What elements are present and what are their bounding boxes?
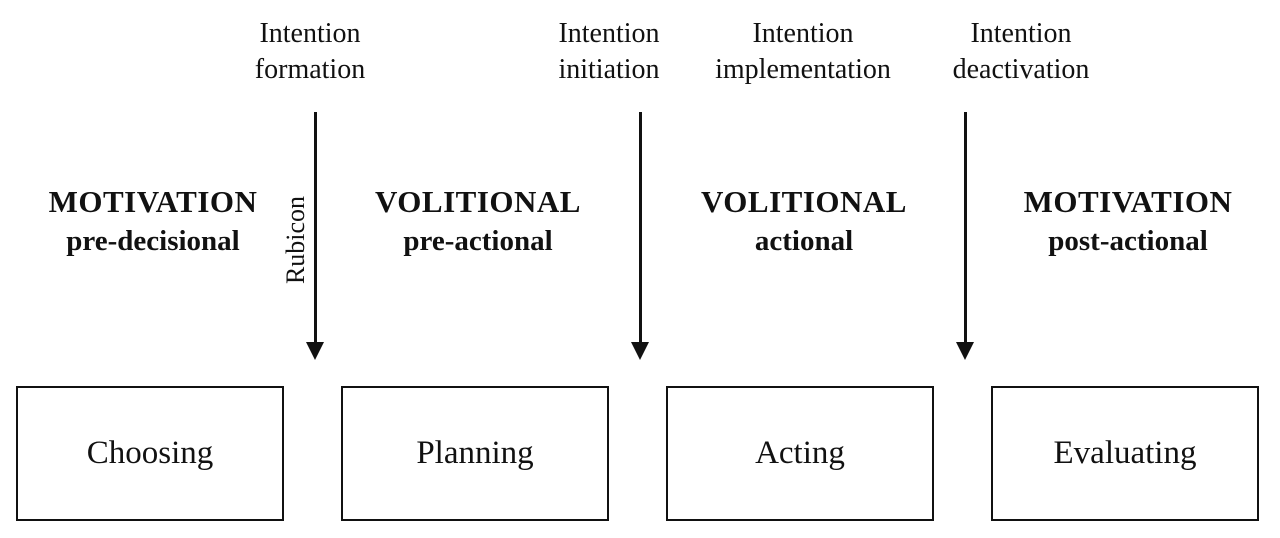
phase-sub: pre-actional: [403, 225, 553, 257]
stage-label: Planning: [416, 435, 534, 471]
phase-sub: pre-decisional: [66, 225, 240, 257]
stage-box-choosing: Choosing: [16, 386, 284, 521]
stage-label: Acting: [755, 435, 845, 471]
phase-sub: post-actional: [1048, 225, 1208, 257]
phase-actional: VOLITIONAL actional: [701, 182, 907, 260]
stage-label: Evaluating: [1053, 435, 1197, 471]
stage-box-evaluating: Evaluating: [991, 386, 1259, 521]
down-arrow-icon: [628, 112, 652, 360]
transition-label-deactivation: Intention deactivation: [952, 18, 1090, 85]
down-arrow-icon: [953, 112, 977, 360]
phase-name: VOLITIONAL: [701, 184, 907, 219]
phase-name: MOTIVATION: [48, 184, 258, 219]
phase-sub: actional: [754, 225, 854, 257]
transition-label-initiation: Intention initiation: [558, 18, 660, 85]
phase-name: VOLITIONAL: [375, 184, 581, 219]
stage-label: Choosing: [86, 435, 214, 471]
phase-preactional: VOLITIONAL pre-actional: [375, 182, 581, 260]
transition-label-formation: Intention formation: [254, 18, 366, 85]
stage-box-planning: Planning: [341, 386, 609, 521]
down-arrow-icon: [303, 112, 327, 360]
stage-box-acting: Acting: [666, 386, 934, 521]
phase-name: MOTIVATION: [1023, 184, 1233, 219]
phase-postactional: MOTIVATION post-actional: [1024, 182, 1233, 260]
phase-predecisional: MOTIVATION pre-decisional: [49, 182, 258, 260]
transition-label-implementation: Intention implementation: [715, 18, 891, 85]
